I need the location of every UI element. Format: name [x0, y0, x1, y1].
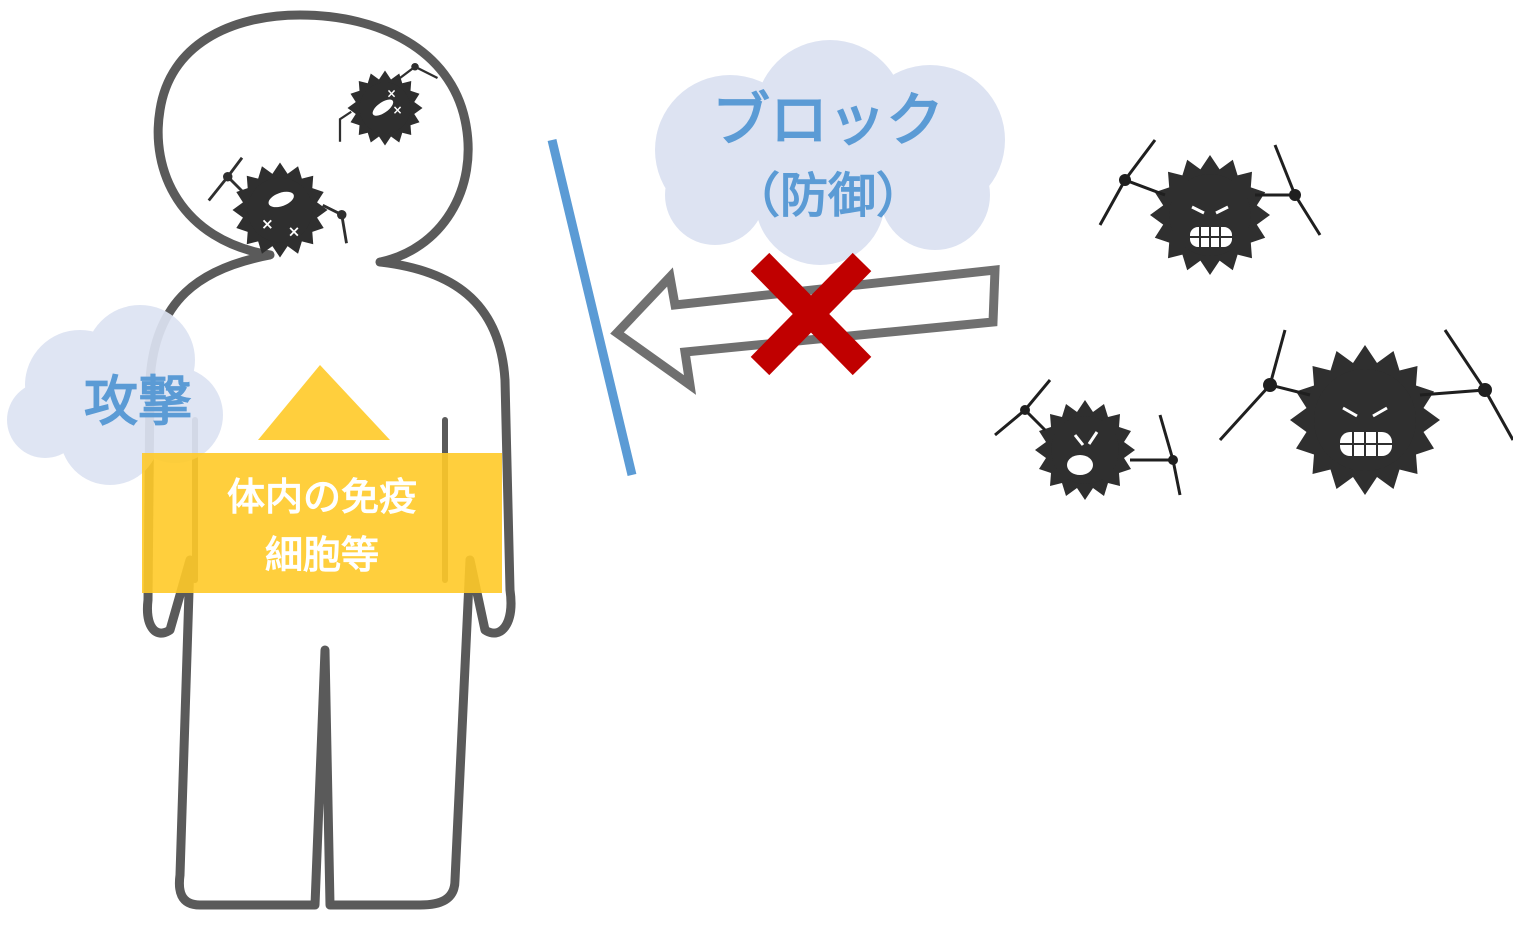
- attack-label: 攻撃: [84, 370, 192, 433]
- immune-label-line2: 細胞等: [265, 533, 379, 577]
- defeated-virus-icon: × ×: [338, 63, 439, 146]
- svg-text:×: ×: [393, 103, 403, 117]
- virus-icon: [1218, 329, 1513, 495]
- immune-label-line1: 体内の免疫: [227, 475, 417, 519]
- cross-icon: [750, 252, 872, 376]
- svg-text:×: ×: [387, 87, 397, 101]
- barrier-line: [547, 138, 637, 477]
- block-label-line2: （防御）: [732, 168, 924, 224]
- svg-text:×: ×: [261, 215, 274, 233]
- svg-text:×: ×: [288, 223, 301, 241]
- virus-icon: [1098, 139, 1322, 275]
- virus-icon: [994, 379, 1182, 500]
- immune-cells-arrow: [142, 365, 502, 593]
- defeated-virus-icon: × ×: [207, 156, 348, 258]
- block-label-line1: ブロック: [712, 86, 944, 154]
- block-cloud: [655, 40, 1005, 265]
- attack-cloud: [7, 305, 223, 485]
